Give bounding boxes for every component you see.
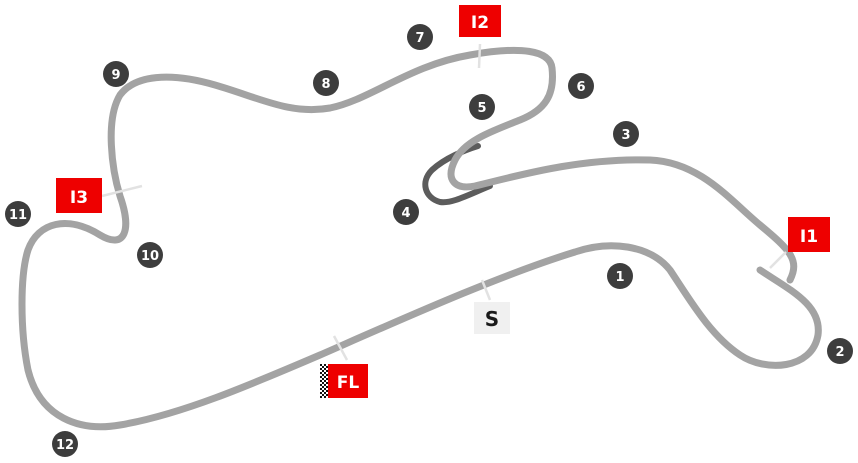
svg-text:9: 9	[111, 68, 120, 83]
turn-marker-8: 8	[313, 70, 339, 96]
svg-text:5: 5	[477, 101, 486, 116]
turn-marker-12: 12	[52, 431, 78, 457]
turn-marker-7: 7	[407, 24, 433, 50]
turn-marker-5: 5	[469, 94, 495, 120]
svg-text:7: 7	[415, 31, 424, 46]
sector-tag-i2-label: I2	[471, 13, 489, 33]
turn-marker-3: 3	[613, 121, 639, 147]
svg-text:1: 1	[615, 270, 624, 285]
svg-text:12: 12	[56, 438, 74, 453]
sector-i3-divider	[101, 184, 143, 198]
start-label: S	[485, 307, 499, 331]
sector-tag-i3-label: I3	[70, 188, 88, 208]
finish-line-tag: FL	[320, 364, 368, 398]
sector-tag-i1: I1	[788, 217, 830, 252]
sector-tag-i3: I3	[56, 178, 102, 213]
svg-text:8: 8	[321, 77, 330, 92]
turn-marker-9: 9	[103, 61, 129, 87]
svg-text:6: 6	[576, 80, 585, 95]
svg-text:11: 11	[9, 208, 27, 223]
sector-tag-i1-label: I1	[800, 227, 818, 247]
turn-marker-10: 10	[137, 242, 163, 268]
sector-i1-divider	[769, 251, 787, 269]
svg-text:3: 3	[621, 128, 630, 143]
turn-marker-6: 6	[568, 73, 594, 99]
turn-marker-2: 2	[827, 338, 853, 364]
circuit-track	[18, 46, 822, 431]
turn-marker-11: 11	[5, 201, 31, 227]
finish-line-divider	[332, 335, 349, 361]
turn-marker-1: 1	[607, 263, 633, 289]
checkered-flag-icon	[320, 364, 328, 398]
start-tag: S	[474, 302, 510, 334]
sector-tag-i2: I2	[459, 5, 501, 37]
finish-line-label: FL	[337, 373, 360, 393]
svg-text:4: 4	[401, 206, 410, 221]
turn-marker-4: 4	[393, 199, 419, 225]
svg-text:10: 10	[141, 249, 159, 264]
start-divider	[480, 279, 492, 301]
sector-i2-divider	[477, 43, 482, 69]
svg-text:2: 2	[835, 345, 844, 360]
